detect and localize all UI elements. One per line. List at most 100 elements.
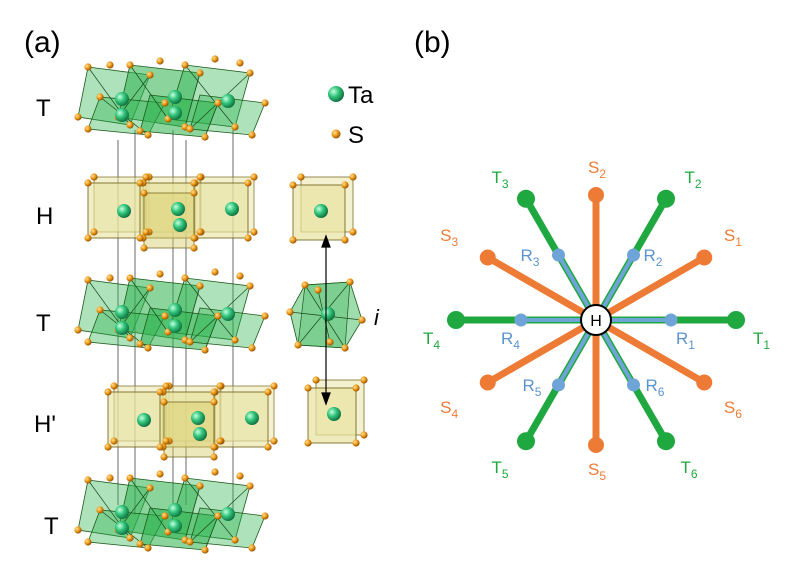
s-atom bbox=[156, 57, 164, 65]
site-s1 bbox=[696, 249, 713, 266]
layer-label-5: T bbox=[44, 513, 59, 540]
s-atom bbox=[294, 341, 302, 349]
s-atom bbox=[84, 276, 92, 284]
site-r3 bbox=[552, 248, 565, 262]
s-atom bbox=[214, 99, 222, 107]
s-atom bbox=[84, 338, 92, 346]
s-atom bbox=[96, 93, 104, 101]
label-s2: S2 bbox=[588, 158, 606, 181]
s-atom bbox=[106, 61, 114, 69]
s-atom bbox=[84, 63, 92, 71]
s-atom bbox=[244, 234, 252, 242]
s-atom bbox=[289, 236, 297, 244]
s-atom bbox=[104, 443, 112, 451]
s-atom bbox=[161, 512, 169, 520]
ta-atom bbox=[137, 413, 151, 427]
s-atom bbox=[250, 173, 258, 181]
legend-ta-atom bbox=[328, 86, 344, 102]
ta-atom bbox=[193, 427, 207, 441]
s-atom bbox=[136, 127, 144, 135]
s-atom bbox=[231, 536, 239, 544]
s-atom bbox=[190, 179, 198, 187]
prismatic-layer-2 bbox=[84, 173, 258, 252]
s-atom bbox=[196, 228, 204, 236]
s-atom bbox=[231, 123, 239, 131]
s-atom bbox=[246, 69, 254, 77]
s-atom bbox=[126, 534, 134, 542]
prism-front bbox=[307, 387, 357, 444]
site-t5 bbox=[517, 432, 535, 451]
s-atom bbox=[84, 179, 92, 187]
label-t1: T1 bbox=[753, 329, 770, 352]
s-atom bbox=[74, 326, 82, 334]
site-r4 bbox=[514, 313, 528, 327]
s-atom bbox=[144, 544, 152, 552]
s-atom bbox=[190, 189, 198, 197]
site-r5 bbox=[552, 378, 565, 392]
layer-label-4: H' bbox=[34, 411, 56, 438]
spoke-s6 bbox=[594, 316, 707, 386]
s-atom bbox=[196, 173, 204, 181]
s-atom bbox=[90, 228, 98, 236]
s-atom bbox=[358, 316, 366, 324]
center-node bbox=[580, 304, 612, 336]
prism-front bbox=[193, 182, 249, 239]
s-atom bbox=[210, 443, 218, 451]
ta-atom bbox=[321, 307, 335, 321]
inversion-arrow bbox=[321, 234, 331, 406]
s-atom bbox=[126, 61, 134, 69]
inversion-label: i bbox=[374, 305, 380, 330]
site-r6 bbox=[627, 378, 640, 392]
s-atom bbox=[106, 474, 114, 482]
label-s6: S6 bbox=[724, 398, 742, 421]
label-t3: T3 bbox=[492, 168, 509, 191]
ta-atom bbox=[168, 319, 182, 333]
site-t3 bbox=[517, 189, 535, 208]
s-atom bbox=[261, 312, 269, 320]
s-atom bbox=[201, 346, 209, 354]
s-atom bbox=[236, 472, 244, 480]
s-atom bbox=[270, 437, 278, 445]
site-t2 bbox=[657, 189, 675, 208]
s-atom bbox=[250, 228, 258, 236]
s-atom bbox=[341, 181, 349, 189]
s-atom bbox=[210, 398, 218, 406]
s-atom bbox=[160, 453, 168, 461]
s-atom bbox=[248, 131, 256, 139]
s-atom bbox=[201, 546, 209, 554]
label-s3: S3 bbox=[440, 226, 458, 249]
s-atom bbox=[84, 125, 92, 133]
ta-atom bbox=[221, 507, 235, 521]
s-atom bbox=[156, 470, 164, 478]
s-atom bbox=[216, 437, 224, 445]
s-atom bbox=[84, 538, 92, 546]
s-atom bbox=[140, 189, 148, 197]
s-atom bbox=[196, 482, 204, 490]
s-atom bbox=[126, 121, 134, 129]
octahedron-edge bbox=[129, 277, 169, 333]
ta-atom bbox=[171, 202, 185, 216]
trigonal-layer-1 bbox=[74, 55, 269, 141]
s-atom bbox=[136, 340, 144, 348]
site-r2 bbox=[627, 248, 640, 262]
layer-label-1: T bbox=[36, 95, 51, 122]
s-atom bbox=[301, 281, 309, 289]
ta-atom bbox=[168, 106, 182, 120]
ta-atom bbox=[115, 305, 129, 319]
spoke-s1 bbox=[594, 254, 707, 324]
octahedron-edge bbox=[184, 72, 201, 128]
center-label: H bbox=[590, 313, 602, 330]
s-atom bbox=[190, 244, 198, 252]
layer-label-3: T bbox=[36, 310, 51, 337]
site-t4 bbox=[447, 311, 465, 329]
s-atom bbox=[74, 526, 82, 534]
s-atom bbox=[326, 338, 334, 346]
s-atom bbox=[136, 179, 144, 187]
label-r4: R4 bbox=[501, 329, 520, 352]
octahedron-edge bbox=[204, 515, 219, 551]
trigonal-layer-3 bbox=[74, 268, 269, 354]
ta-atom bbox=[327, 407, 341, 421]
label-t5: T5 bbox=[492, 458, 509, 481]
s-atom bbox=[110, 382, 118, 390]
